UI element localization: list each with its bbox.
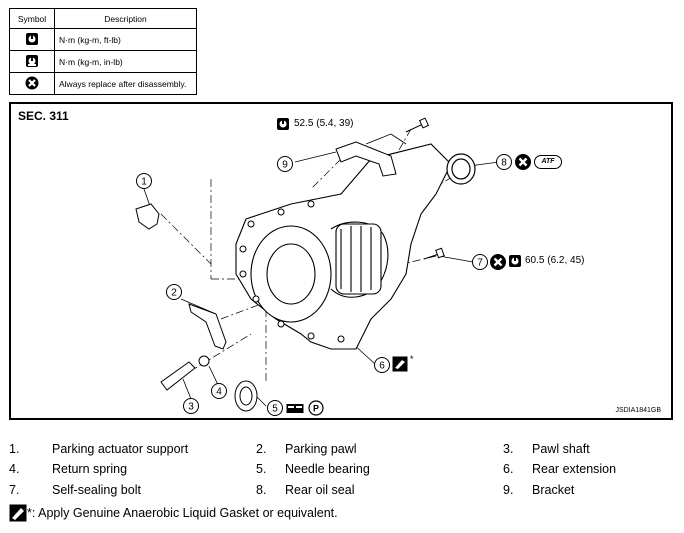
figure-code: JSDIA1841GB <box>615 407 661 414</box>
exploded-diagram: SEC. 311 <box>9 102 673 420</box>
callout-2: 2 <box>166 284 182 300</box>
callout-3: 3 <box>183 398 199 414</box>
svg-text:9: 9 <box>282 160 288 171</box>
table-row-description: N·m (kg-m, ft-lb) <box>54 28 197 51</box>
legend-num: 5. <box>256 462 267 476</box>
svg-text:P: P <box>313 404 319 414</box>
legend-num: 8. <box>256 483 267 497</box>
section-label: SEC. 311 <box>18 109 69 123</box>
svg-text:7: 7 <box>477 258 483 269</box>
atf-badge: ATF <box>534 155 562 169</box>
liquid-gasket-icon <box>392 356 408 372</box>
grease-icon <box>286 404 304 413</box>
callout-8: 8 <box>496 154 512 170</box>
callout-1: 1 <box>136 173 152 189</box>
torque-value-7: 60.5 (6.2, 45) <box>525 255 585 266</box>
torque-value-9: 52.5 (5.4, 39) <box>294 118 354 129</box>
torque-wrench-icon <box>509 255 521 267</box>
asterisk-mark: * <box>410 354 414 364</box>
diagram-drawing <box>135 117 500 412</box>
legend-num: 7. <box>9 483 20 497</box>
svg-text:1: 1 <box>141 177 147 188</box>
legend-label: Rear extension <box>532 462 617 476</box>
legend-label: Parking actuator support <box>52 442 189 456</box>
legend-label: Self-sealing bolt <box>52 483 141 497</box>
svg-text:6: 6 <box>379 361 385 372</box>
callout-5: 5 <box>267 400 283 416</box>
legend-num: 2. <box>256 442 267 456</box>
description-header: Description <box>54 8 197 29</box>
table-row-description: N·m (kg-m, in-lb) <box>54 50 197 73</box>
liquid-gasket-icon <box>9 504 27 522</box>
callout-7: 7 <box>472 254 488 270</box>
torque-wrench-icon <box>26 32 38 45</box>
legend-label: Parking pawl <box>285 442 357 456</box>
petroleum-jelly-icon: P <box>308 400 324 416</box>
legend-label: Bracket <box>532 483 575 497</box>
legend-label: Rear oil seal <box>285 483 355 497</box>
legend-label: Needle bearing <box>285 462 370 476</box>
gasket-note: *: Apply Genuine Anaerobic Liquid Gasket… <box>27 506 338 520</box>
svg-text:8: 8 <box>501 158 507 169</box>
svg-text:3: 3 <box>188 402 194 413</box>
callout-9: 9 <box>277 156 293 172</box>
legend-label: Return spring <box>52 462 128 476</box>
always-replace-icon <box>25 76 39 89</box>
table-row-description: Always replace after disassembly. <box>54 72 197 95</box>
symbol-table: Symbol Description N·m (kg-m, ft-lb) N·m… <box>9 8 197 95</box>
legend-label: Pawl shaft <box>532 442 590 456</box>
always-replace-icon <box>490 254 506 270</box>
legend-num: 4. <box>9 462 20 476</box>
svg-text:4: 4 <box>216 387 222 398</box>
always-replace-icon <box>515 154 531 170</box>
legend-num: 1. <box>9 442 20 456</box>
torque-wrench-icon <box>277 118 289 130</box>
svg-text:5: 5 <box>272 404 278 415</box>
callout-6: 6 <box>374 357 390 373</box>
callout-4: 4 <box>211 383 227 399</box>
torque-wrench-small-icon <box>26 54 38 67</box>
legend-num: 9. <box>503 483 514 497</box>
svg-text:2: 2 <box>171 288 177 299</box>
legend-num: 6. <box>503 462 514 476</box>
legend-num: 3. <box>503 442 514 456</box>
symbol-header: Symbol <box>9 8 55 29</box>
